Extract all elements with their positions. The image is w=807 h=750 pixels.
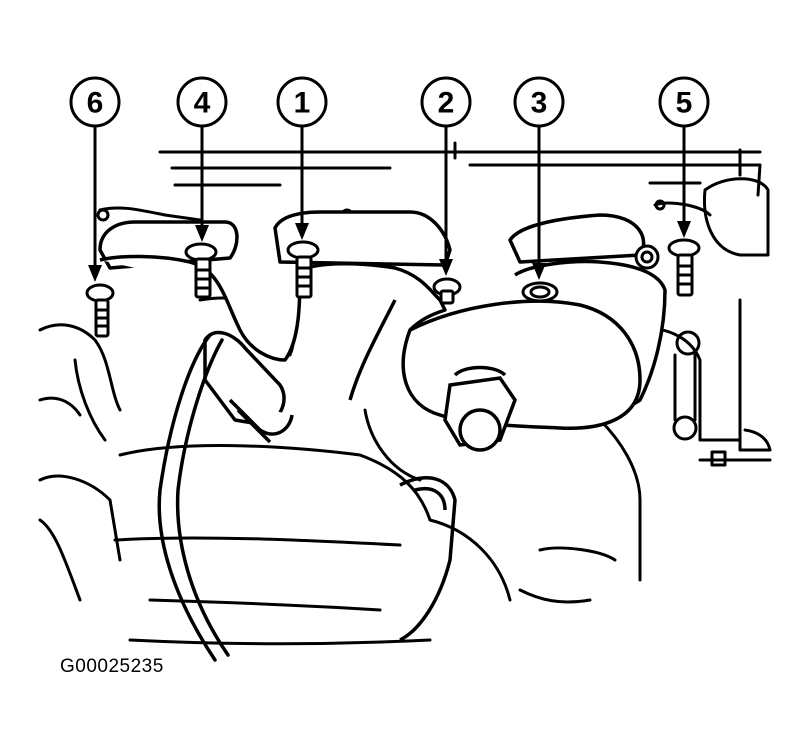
figure-id-label: G00025235: [60, 656, 164, 677]
callout-2: 2: [420, 76, 472, 276]
oxygen-sensor: [203, 330, 294, 444]
outlet-fitting: [443, 365, 517, 452]
bolt-1: [286, 240, 320, 299]
bolt-2: [432, 277, 462, 305]
sensor-wire: [157, 333, 230, 662]
callout-5: 5: [658, 76, 710, 238]
bolt-5: [667, 238, 701, 297]
callout-label-6: 6: [87, 87, 104, 120]
callout-label-1: 1: [294, 87, 311, 120]
callout-label-2: 2: [438, 87, 455, 120]
bolt-4: [184, 242, 218, 299]
callout-label-3: 3: [531, 87, 548, 120]
callout-4: 4: [176, 76, 228, 242]
callout-label-4: 4: [194, 87, 211, 120]
callout-1: 1: [276, 76, 328, 240]
bolt-3: [521, 281, 559, 303]
callout-label-5: 5: [676, 87, 693, 120]
callout-3: 3: [513, 76, 565, 280]
washer: [634, 244, 660, 270]
bolt-6: [85, 283, 115, 338]
exhaust-manifold: [98, 210, 667, 430]
callout-6: 6: [69, 76, 121, 282]
heat-shield: [399, 476, 457, 642]
